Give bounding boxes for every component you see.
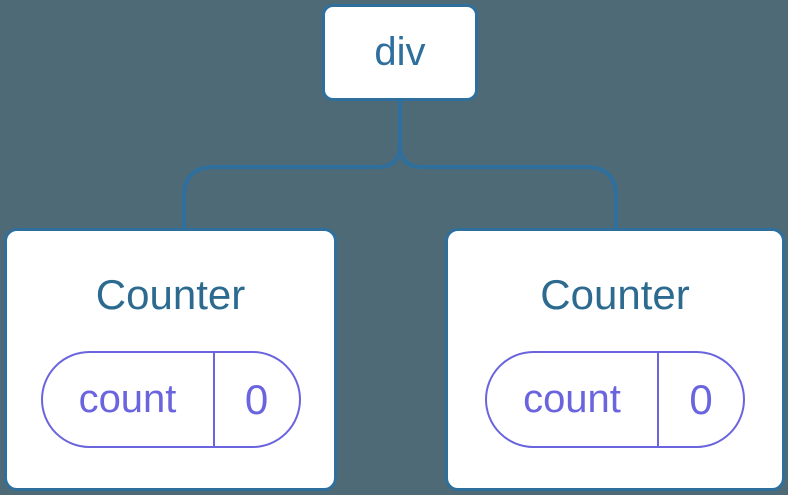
- component-title: Counter: [95, 271, 246, 318]
- state-key: count: [523, 377, 621, 421]
- state-pill: count 0: [485, 351, 745, 448]
- state-key: count: [78, 377, 177, 421]
- state-value: 0: [212, 353, 299, 446]
- state-pill: count 0: [40, 351, 301, 448]
- component-title: Counter: [540, 271, 690, 318]
- counter-card-right: Counter count 0: [445, 228, 785, 491]
- counter-card-left: Counter count 0: [4, 228, 337, 491]
- root-node: div: [322, 4, 478, 101]
- state-value: 0: [657, 353, 743, 446]
- root-node-label: div: [374, 30, 426, 74]
- branch-line-right: [398, 144, 618, 229]
- branch-line-left: [182, 101, 402, 229]
